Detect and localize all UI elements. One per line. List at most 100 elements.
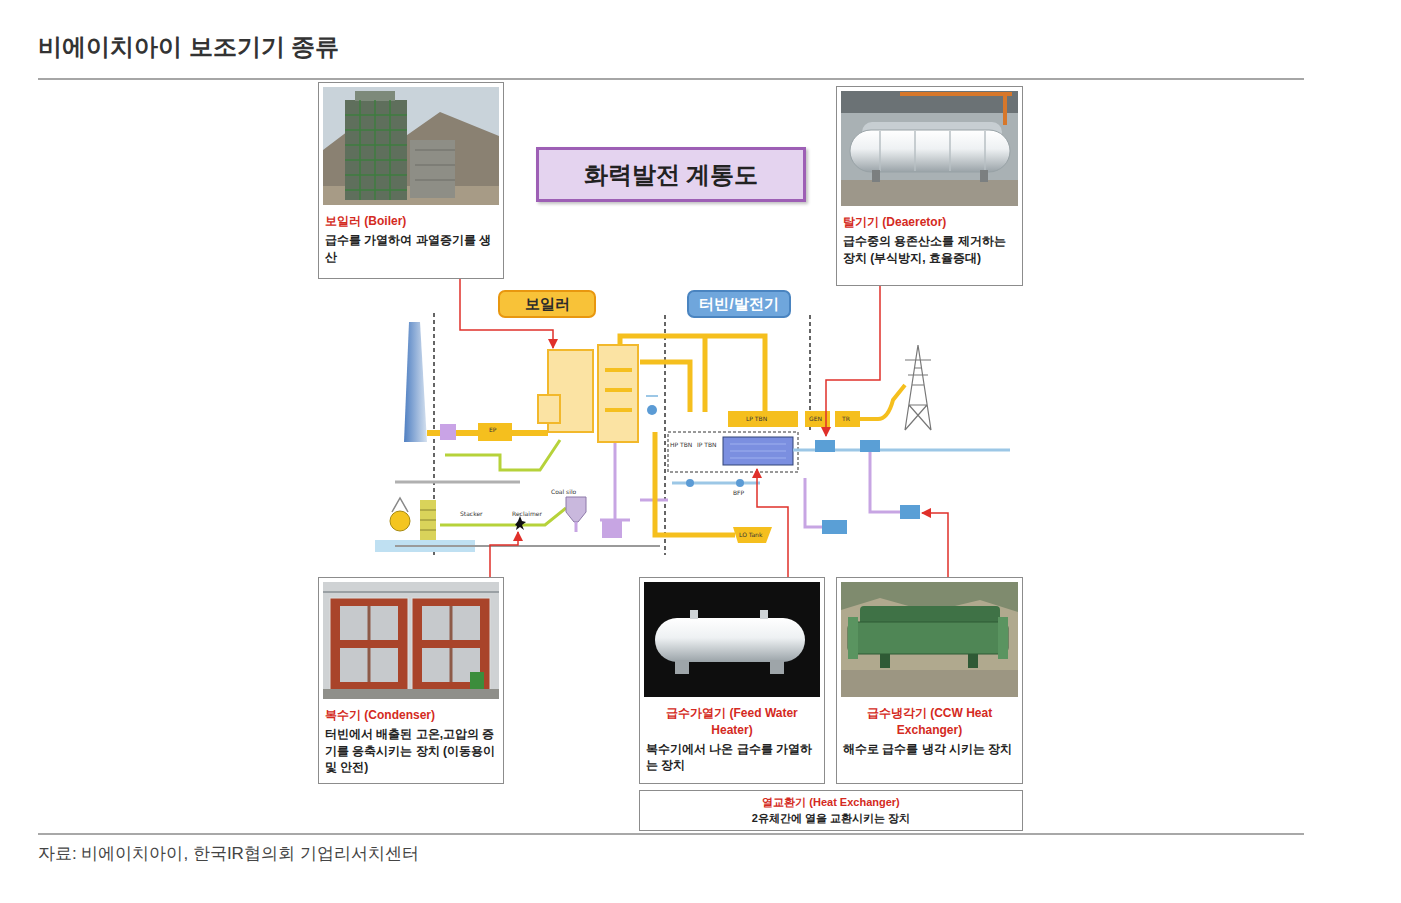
boiler-photo <box>345 100 407 200</box>
condenser-photo <box>323 582 499 699</box>
power-plant-schematic <box>566 497 586 522</box>
source-caption: 자료: 비에이치아이, 한국IR협의회 기업리서치센터 <box>38 842 419 865</box>
power-plant-schematic <box>668 432 798 472</box>
power-plant-schematic <box>515 516 526 530</box>
node-heading: 터빈/발전기 <box>699 295 778 314</box>
power-plant-schematic <box>395 545 660 547</box>
photo-card: 급수냉각기 (CCW Heat Exchanger) 해수로 급수를 냉각 시키는… <box>836 577 1023 784</box>
deaerator-photo <box>872 170 880 182</box>
leader-line <box>490 532 518 577</box>
node-heading: 급수냉각기 (CCW Heat Exchanger) <box>843 705 1016 739</box>
ccw-heat-exchanger-photo <box>841 582 1018 697</box>
ccw-heat-exchanger-photo <box>841 582 1018 697</box>
power-plant-schematic <box>905 345 931 430</box>
node-heading: 복수기 (Condenser) <box>325 707 497 724</box>
part-label: IP TBN <box>697 442 717 448</box>
part-label: BFP <box>733 490 744 496</box>
node-heading: 열교환기 (Heat Exchanger) <box>762 795 900 810</box>
power-plant-schematic <box>730 444 786 458</box>
leader-line <box>757 469 788 577</box>
part-label: Stacker <box>460 511 483 517</box>
power-plant-schematic <box>445 440 560 470</box>
photo-card: 탈기기 (Deaeretor)급수중의 용존산소를 제거하는 장치 (부식방지,… <box>836 86 1023 286</box>
boiler-photo <box>410 140 455 198</box>
power-plant-schematic <box>646 395 658 397</box>
rule-lines <box>38 78 1304 80</box>
power-plant-schematic <box>686 479 694 487</box>
power-plant-schematic <box>647 405 657 415</box>
ccw-heat-exchanger-photo <box>880 654 890 668</box>
note-box: 열교환기 (Heat Exchanger)2유체간에 열을 교환시키는 장치 <box>639 790 1023 831</box>
power-plant-schematic <box>736 479 744 487</box>
condenser-photo <box>323 689 499 699</box>
section-label: 보일러 <box>498 290 596 318</box>
boiler-photo <box>355 91 395 101</box>
part-label: TR <box>842 416 850 422</box>
rule-lines <box>38 79 1304 834</box>
power-plant-schematic <box>420 500 436 540</box>
ccw-heat-exchanger-photo <box>968 654 978 668</box>
power-plant-schematic <box>395 481 520 484</box>
power-plant-schematic <box>598 345 638 442</box>
power-plant-schematic <box>620 336 765 535</box>
boiler-photo <box>323 87 499 205</box>
power-plant-schematic <box>672 482 760 485</box>
power-plant-schematic <box>392 498 408 512</box>
condenser-photo <box>369 606 451 682</box>
deaerator-photo <box>880 131 985 171</box>
condenser-photo <box>323 582 499 699</box>
part-label: LP TBN <box>746 416 767 422</box>
node-heading: 탈기기 (Deaeretor) <box>843 214 1016 231</box>
boiler-photo <box>345 100 407 200</box>
power-plant-schematic <box>538 395 560 423</box>
title-box: 화력발전 계통도 <box>536 147 806 202</box>
feed-water-heater-photo <box>675 660 689 674</box>
deaerator-photo <box>841 180 1018 206</box>
power-plant-schematic <box>805 452 900 527</box>
power-plant-schematic <box>390 511 410 531</box>
feed-water-heater-photo <box>760 610 768 619</box>
feed-water-heater-photo <box>690 610 698 619</box>
power-plant-schematic <box>728 411 798 427</box>
photo-card: 복수기 (Condenser)터빈에서 배출된 고온,고압의 증기를 응축시키는… <box>318 577 504 784</box>
power-plant-schematic <box>733 527 772 543</box>
node-heading: 보일러 (Boiler) <box>325 213 497 230</box>
part-label: HP TBN <box>670 442 692 448</box>
node-body: 복수기에서 나온 급수를 가열하는 장치 <box>646 741 818 775</box>
power-plant-schematic <box>605 370 632 410</box>
node-body: 2유체간에 열을 교환시키는 장치 <box>752 811 910 826</box>
ccw-heat-exchanger-photo <box>848 622 1008 654</box>
feed-water-heater-photo <box>644 582 820 697</box>
ccw-heat-exchanger-photo <box>841 670 1018 697</box>
node-heading: 보일러 <box>525 295 570 314</box>
part-label: Coal silo <box>551 489 576 495</box>
condenser-photo <box>470 672 484 689</box>
power-plant-schematic <box>375 313 1010 555</box>
node-body: 해수로 급수를 냉각 시키는 장치 <box>843 741 1016 758</box>
power-plant-schematic <box>420 510 436 530</box>
power-plant-schematic <box>434 313 810 555</box>
power-plant-schematic <box>440 424 456 440</box>
power-plant-schematic <box>815 440 835 452</box>
page-title: 비에이치아이 보조기기 종류 <box>38 31 339 63</box>
power-plant-schematic <box>602 520 622 538</box>
power-plant-schematic <box>835 411 860 427</box>
deaerator-photo <box>841 91 1018 206</box>
photo-card: 보일러 (Boiler)급수를 가열하여 과열증기를 생산 <box>318 82 504 279</box>
deaerator-photo <box>980 170 988 182</box>
node-heading: 급수가열기 (Feed Water Heater) <box>646 705 818 739</box>
rule-lines <box>38 833 1304 835</box>
deaerator-photo <box>850 130 1010 172</box>
condenser-photo <box>323 591 499 593</box>
deaerator-photo <box>841 91 1018 206</box>
feed-water-heater-photo <box>655 618 805 662</box>
part-label: Reclaimer <box>512 511 542 517</box>
part-label: GEN <box>809 416 822 422</box>
feed-water-heater-photo <box>644 582 820 697</box>
deaerator-photo <box>900 94 1012 125</box>
part-label: EP <box>489 427 496 433</box>
ccw-heat-exchanger-photo <box>998 617 1008 659</box>
boiler-photo <box>323 87 499 205</box>
leader-line <box>460 279 948 577</box>
